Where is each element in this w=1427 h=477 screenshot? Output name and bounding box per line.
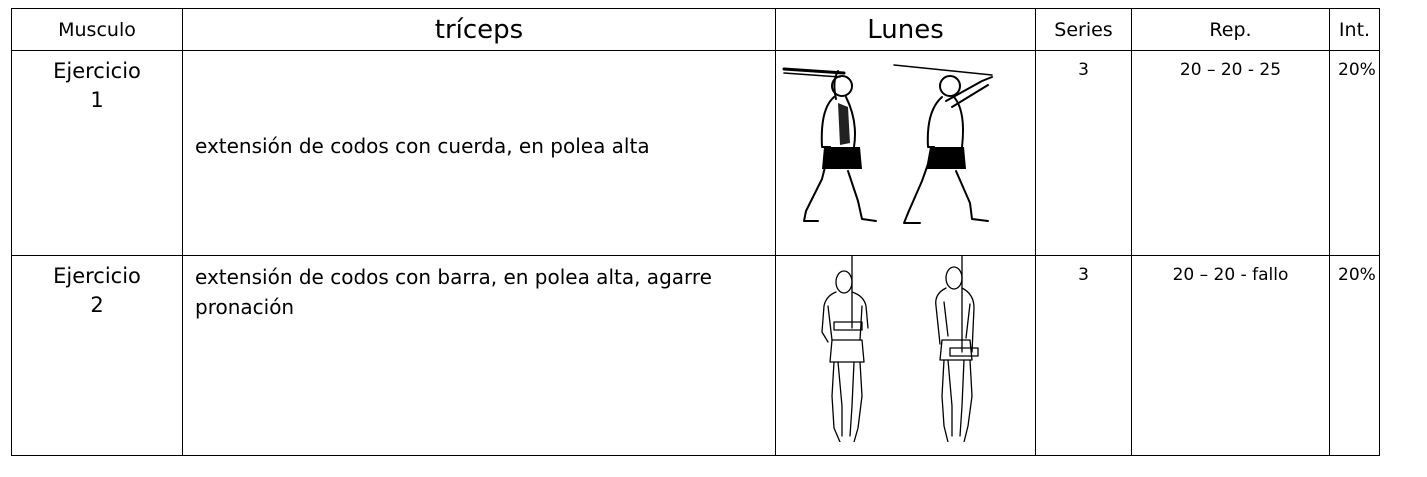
- header-row: Musculo tríceps Lunes Series Rep. Int.: [11, 8, 1380, 51]
- intensity-header: Int.: [1329, 8, 1380, 51]
- exercise-illustration: [775, 255, 1036, 456]
- exercise-illustration: [775, 50, 1036, 256]
- workout-table: Musculo tríceps Lunes Series Rep. Int. E…: [11, 8, 1380, 456]
- table-row: Ejercicio 1 extensión de codos con cuerd…: [11, 50, 1380, 256]
- series-header: Series: [1035, 8, 1132, 51]
- reps-header: Rep.: [1131, 8, 1330, 51]
- intensity-value: 20%: [1329, 50, 1380, 256]
- reps-value: 20 – 20 - 25: [1131, 50, 1330, 256]
- exercise-label: Ejercicio: [53, 59, 141, 83]
- day-label: Lunes: [775, 8, 1036, 51]
- intensity-value: 20%: [1329, 255, 1380, 456]
- exercise-description: extensión de codos con barra, en polea a…: [182, 255, 776, 456]
- series-value: 3: [1035, 255, 1132, 456]
- exercise-cell: Ejercicio 1: [11, 50, 183, 256]
- exercise-label: Ejercicio: [53, 264, 141, 288]
- reps-value: 20 – 20 - fallo: [1131, 255, 1330, 456]
- exercise-number: 1: [90, 88, 104, 112]
- series-value: 3: [1035, 50, 1132, 256]
- exercise-cell: Ejercicio 2: [11, 255, 183, 456]
- exercise-description: extensión de codos con cuerda, en polea …: [182, 50, 776, 256]
- muscle-label: Musculo: [11, 8, 183, 51]
- rope-pushdown-figures-icon: [782, 64, 993, 224]
- exercise-number: 2: [90, 293, 104, 317]
- table-row: Ejercicio 2 extensión de codos con barra…: [11, 255, 1380, 456]
- muscle-name: tríceps: [182, 8, 776, 51]
- bar-pushdown-figures-icon: [821, 256, 979, 442]
